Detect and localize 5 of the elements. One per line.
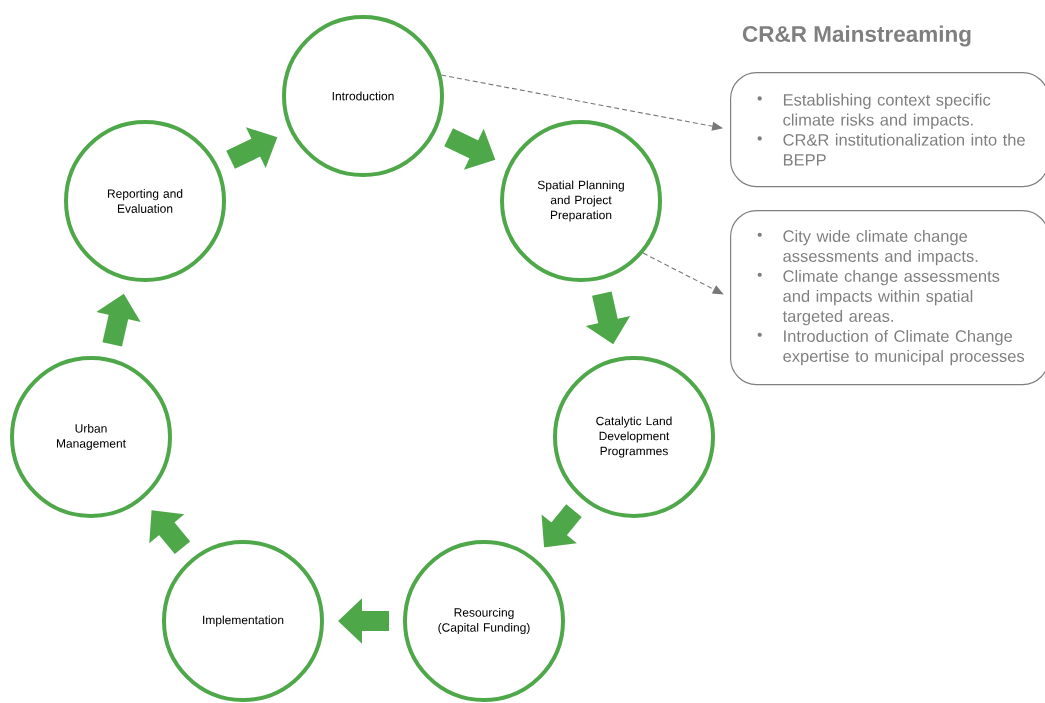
dashed-arrow	[642, 252, 724, 295]
bullet-list-box: City wide climate change assessments and impacts. Climate change assessments and impacts within spatial targeted areas. Introduction of Climate Change expertise to municipal processes	[730, 210, 1045, 386]
heading: CR&R Mainstreaming	[742, 25, 971, 47]
block-arrow	[149, 510, 191, 555]
bullet-list-box: Establishing context specific climate risks and impacts. CR&R institutionalization into the BEPP	[730, 72, 1045, 188]
